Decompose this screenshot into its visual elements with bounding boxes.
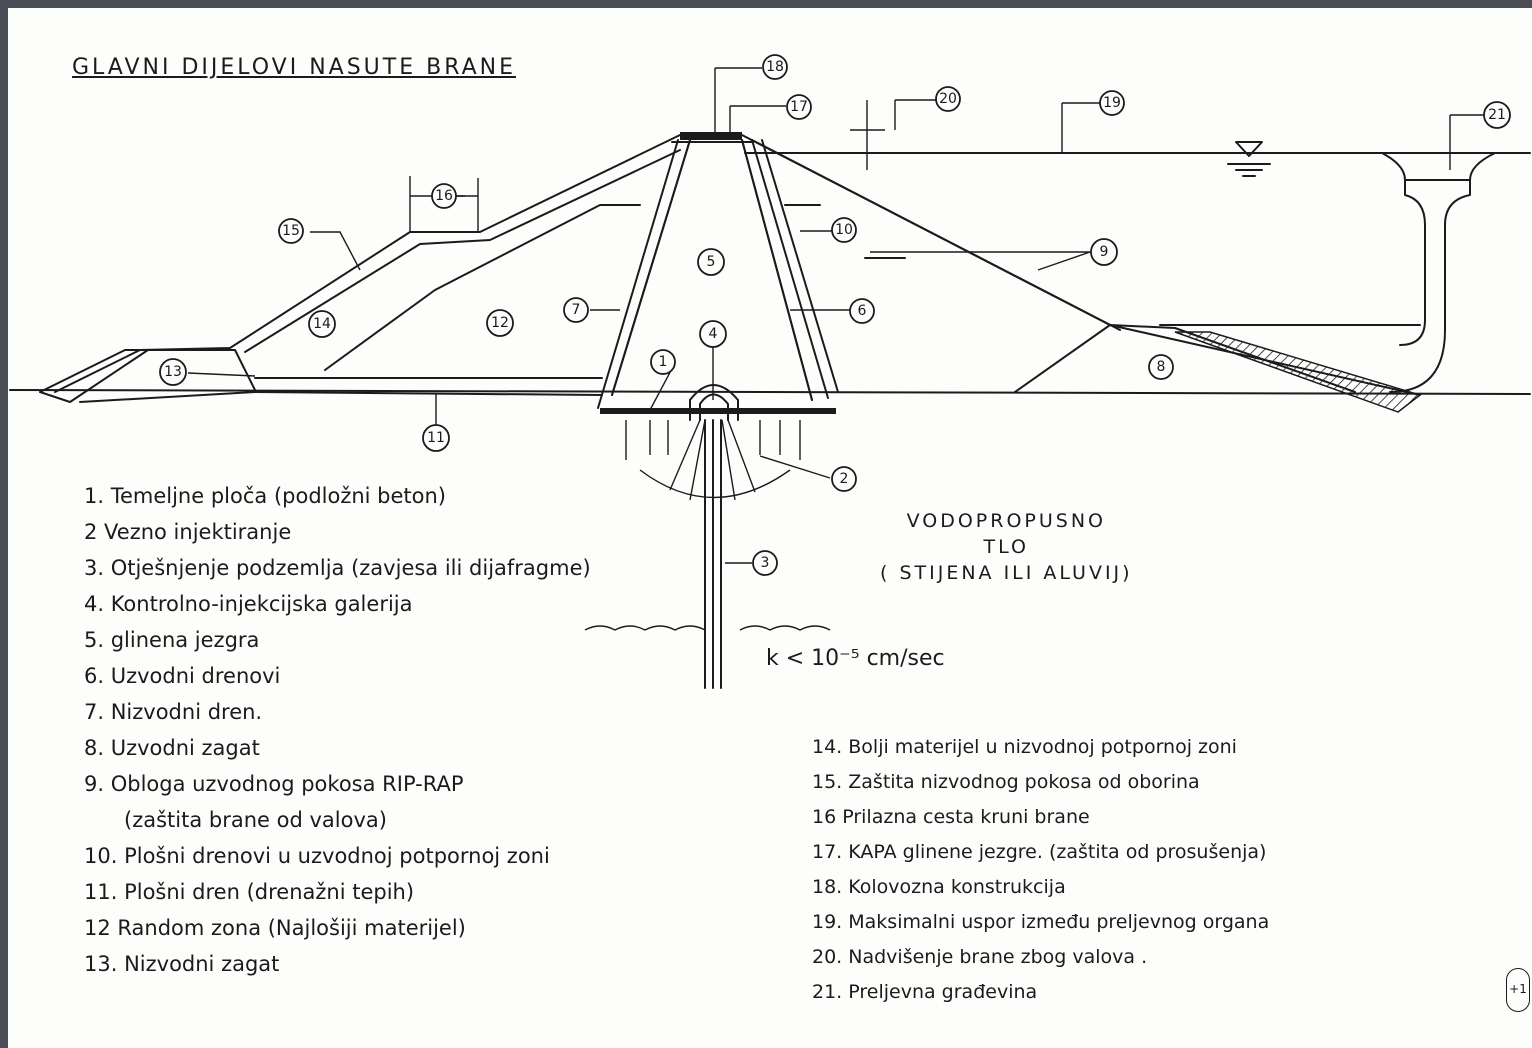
svg-text:11: 11 <box>427 430 445 446</box>
callout-3: 3 <box>752 550 778 576</box>
svg-text:7: 7 <box>572 302 581 318</box>
legend-item: 10. Plošni drenovi u uzvodnoj potpornoj … <box>84 844 550 868</box>
callout-4: 4 <box>699 320 727 348</box>
legend-item: 6. Uzvodni drenovi <box>84 664 281 688</box>
legend-right: 14. Bolji materijel u nizvodnoj potporno… <box>812 730 1269 1010</box>
left-border <box>0 0 8 1048</box>
legend-item: 4. Kontrolno-injekcijska galerija <box>84 592 413 616</box>
legend-item: 20. Nadvišenje brane zbog valova . <box>812 946 1148 968</box>
slope-protection-line <box>244 149 681 353</box>
svg-text:19: 19 <box>1103 95 1121 111</box>
freeboard-marker <box>850 100 885 170</box>
callout-13: 13 <box>159 358 187 386</box>
drawing-sheet <box>8 8 1532 1048</box>
svg-text:17: 17 <box>790 99 808 115</box>
legend-item: 16 Prilazna cesta kruni brane <box>812 806 1090 828</box>
legend-item-continuation: (zaštita brane od valova) <box>124 808 387 832</box>
callout-15: 15 <box>278 218 304 244</box>
callout-5: 5 <box>697 248 725 276</box>
legend-item: 17. KAPA glinene jezgre. (zaštita od pro… <box>812 841 1267 863</box>
callout-18: 18 <box>762 54 788 80</box>
legend-item: 15. Zaštita nizvodnog pokosa od oborina <box>812 771 1200 793</box>
callout-21: 21 <box>1483 101 1511 129</box>
legend-item: 5. glinena jezgra <box>84 628 260 652</box>
foundation-slab <box>600 408 836 414</box>
legend-left: 1. Temeljne ploča (podložni beton) 2 Vez… <box>84 478 591 982</box>
drainage-blanket <box>254 377 603 396</box>
svg-text:21: 21 <box>1488 107 1506 123</box>
grout-curtain <box>704 419 722 689</box>
legend-item: 12 Random zona (Najlošiji materijel) <box>84 916 466 940</box>
callout-14: 14 <box>308 310 336 338</box>
legend-item: 8. Uzvodni zagat <box>84 736 260 760</box>
callout-19: 19 <box>1099 90 1125 116</box>
callout-20: 20 <box>935 86 961 112</box>
legend-item: 2 Vezno injektiranje <box>84 520 292 544</box>
legend-item: 21. Preljevna građevina <box>812 981 1038 1003</box>
callout-7: 7 <box>563 297 589 323</box>
downstream-drain <box>597 139 691 409</box>
callout-11: 11 <box>422 424 450 452</box>
legend-item: 3. Otješnjenje podzemlja (zavjesa ili di… <box>84 556 591 580</box>
legend-item: 14. Bolji materijel u nizvodnoj potporno… <box>812 736 1237 758</box>
callout-1: 1 <box>650 349 676 375</box>
soil-note-line: TLO <box>983 536 1030 558</box>
svg-text:2: 2 <box>840 471 849 487</box>
svg-text:9: 9 <box>1100 244 1109 260</box>
crest-cap <box>680 132 742 140</box>
inspection-gallery <box>689 384 739 421</box>
svg-text:4: 4 <box>709 326 718 342</box>
svg-text:3: 3 <box>761 555 770 571</box>
ground-line <box>9 389 1531 395</box>
diagram-title: GLAVNI DIJELOVI NASUTE BRANE <box>72 55 516 80</box>
svg-text:15: 15 <box>282 223 300 239</box>
riprap-line <box>751 139 1121 331</box>
spillway-structure <box>1159 152 1496 393</box>
legend-item: 19. Maksimalni uspor između preljevnog o… <box>812 911 1270 933</box>
svg-text:5: 5 <box>707 254 716 270</box>
upstream-flat-drains <box>784 204 906 259</box>
legend-item: 1. Temeljne ploča (podložni beton) <box>84 484 447 508</box>
upstream-slope <box>741 134 1421 396</box>
legend-item: 11. Plošni dren (drenažni tepih) <box>84 880 415 904</box>
svg-text:20: 20 <box>939 91 957 107</box>
cofferdam-riprap-hatch <box>1174 331 1422 413</box>
downstream-slope <box>54 134 681 393</box>
legend-item: 7. Nizvodni dren. <box>84 700 263 724</box>
page-stamp: +1 <box>1506 968 1530 1012</box>
downstream-cofferdam <box>39 349 256 403</box>
svg-text:16: 16 <box>435 188 453 204</box>
callout-6: 6 <box>849 298 875 324</box>
callout-8: 8 <box>1148 354 1174 380</box>
soil-note-line: ( STIJENA ILI ALUVIJ) <box>880 562 1133 584</box>
legend-item: 13. Nizvodni zagat <box>84 952 280 976</box>
svg-text:10: 10 <box>835 222 853 238</box>
svg-text:6: 6 <box>858 303 867 319</box>
zone-boundary-14-12 <box>324 204 641 371</box>
svg-text:12: 12 <box>491 315 509 331</box>
permeability-note: k < 10⁻⁵ cm/sec <box>766 646 945 671</box>
svg-text:18: 18 <box>766 59 784 75</box>
impervious-layer-line <box>584 625 831 631</box>
svg-text:8: 8 <box>1157 359 1166 375</box>
svg-text:1: 1 <box>659 354 668 370</box>
top-border <box>0 0 1532 8</box>
svg-text:13: 13 <box>164 364 182 380</box>
callout-16: 16 <box>431 183 457 209</box>
callout-12: 12 <box>486 309 514 337</box>
callout-17: 17 <box>786 94 812 120</box>
legend-item: 18. Kolovozna konstrukcija <box>812 876 1066 898</box>
upstream-drains <box>741 139 839 401</box>
legend-item: 9. Obloga uzvodnog pokosa RIP-RAP <box>84 772 464 796</box>
callout-9: 9 <box>1090 238 1118 266</box>
soil-note: VODOPROPUSNO TLO ( STIJENA ILI ALUVIJ) <box>880 508 1133 586</box>
soil-note-line: VODOPROPUSNO <box>906 510 1106 532</box>
svg-text:14: 14 <box>313 316 331 332</box>
callout-2: 2 <box>831 466 857 492</box>
callout-10: 10 <box>831 217 857 243</box>
water-level-symbol <box>1227 141 1271 177</box>
